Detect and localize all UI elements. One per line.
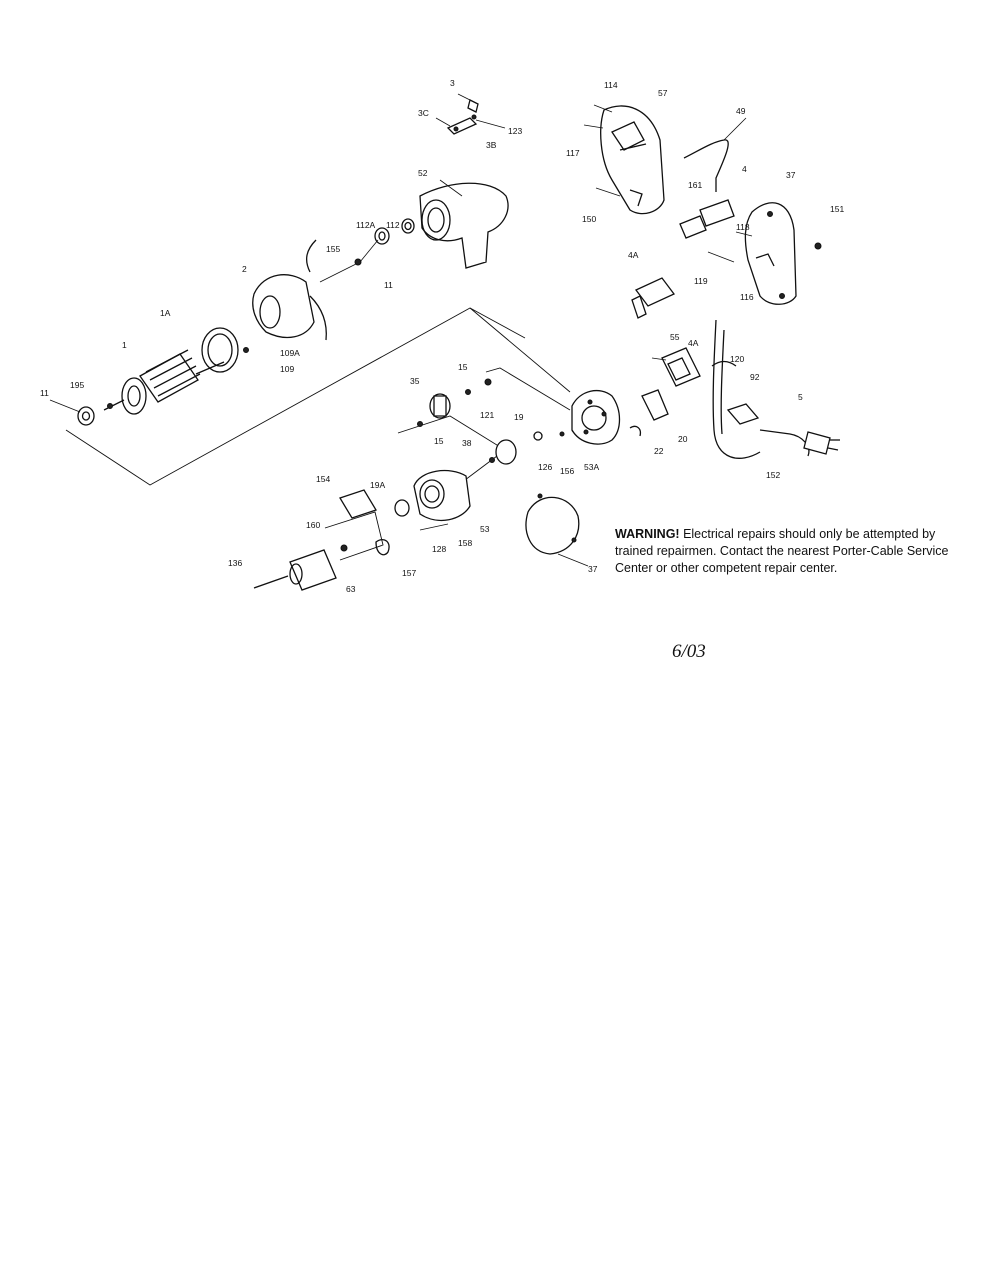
power-cord xyxy=(711,319,840,459)
callout-label: 4A xyxy=(628,250,639,260)
callout-label: 35 xyxy=(410,376,420,386)
switch-assembly xyxy=(629,347,701,437)
callout-label: 109 xyxy=(280,364,294,374)
callout-label: 156 xyxy=(560,466,574,476)
callout-label: 49 xyxy=(736,106,746,116)
callout-label: 109A xyxy=(280,348,300,358)
callout-label: 155 xyxy=(326,244,340,254)
bearing-stack-lower xyxy=(49,399,113,426)
handle-half-upper xyxy=(583,104,665,215)
callout-label: 3C xyxy=(418,108,429,118)
gear-train xyxy=(417,378,577,465)
callout-label: 3B xyxy=(486,140,497,150)
callout-label: 20 xyxy=(678,434,688,444)
callout-label: 121 xyxy=(480,410,494,420)
baffle-ring xyxy=(201,327,239,373)
callout-label: 195 xyxy=(70,380,84,390)
callout-label: 5 xyxy=(798,392,803,402)
callout-label: 55 xyxy=(670,332,680,342)
warning-note: WARNING! Electrical repairs should only … xyxy=(615,526,975,577)
handle-half-right xyxy=(707,202,822,305)
gear-housing xyxy=(419,179,509,269)
callout-label: 136 xyxy=(228,558,242,568)
switch-4a-upper xyxy=(631,277,676,319)
callout-label: 1 xyxy=(122,340,127,350)
assembly-frame xyxy=(65,307,571,561)
callout-label: 1A xyxy=(160,308,171,318)
callout-label: 11 xyxy=(40,388,49,398)
gear-case xyxy=(413,469,471,522)
callout-label: 161 xyxy=(688,180,702,190)
callout-label: 38 xyxy=(462,438,472,448)
callout-label: 19A xyxy=(370,480,385,490)
callout-label: 22 xyxy=(654,446,664,456)
callout-label: 19 xyxy=(514,412,524,422)
armature xyxy=(103,349,225,415)
end-bell xyxy=(571,389,621,445)
callout-label: 117 xyxy=(566,148,580,158)
warning-heading: WARNING! xyxy=(615,527,680,541)
field-housing xyxy=(243,239,327,353)
callout-label: 52 xyxy=(418,168,428,178)
callout-label: 4 xyxy=(742,164,747,174)
small-screw-cluster xyxy=(435,93,506,135)
revision-date: 6/03 xyxy=(672,641,706,662)
callout-label: 57 xyxy=(658,88,668,98)
callout-label: 112A xyxy=(356,220,376,230)
callout-label: 112 xyxy=(386,220,400,230)
callout-label: 151 xyxy=(830,204,844,214)
warning-text: Electrical repairs should only be attemp… xyxy=(615,527,949,575)
callout-label: 150 xyxy=(582,214,596,224)
callout-label: 120 xyxy=(730,354,744,364)
callout-label: 37 xyxy=(588,564,598,574)
bearing-stack-upper xyxy=(319,218,415,283)
callout-label: 119 xyxy=(694,276,708,286)
callout-label: 154 xyxy=(316,474,330,484)
callout-label: 92 xyxy=(750,372,760,382)
lead-wire xyxy=(683,117,747,192)
callout-label: 128 xyxy=(432,544,446,554)
callout-label: 53 xyxy=(480,524,490,534)
callout-label: 152 xyxy=(766,470,780,480)
callout-label: 158 xyxy=(458,538,472,548)
part-callouts: 3 3C 3B 123 114 57 49 117 161 4 150 52 3… xyxy=(40,78,844,594)
callout-label: 15 xyxy=(458,362,468,372)
callout-label: 2 xyxy=(242,264,247,274)
callout-label: 114 xyxy=(604,80,618,90)
callout-label: 3 xyxy=(450,78,455,88)
callout-label: 4A xyxy=(688,338,699,348)
callout-label: 157 xyxy=(402,568,416,578)
brush-holder xyxy=(679,199,735,239)
callout-label: 126 xyxy=(538,462,552,472)
end-cover-plate xyxy=(525,493,589,567)
callout-label: 53A xyxy=(584,462,599,472)
callout-label: 118 xyxy=(736,222,750,232)
callout-label: 15 xyxy=(434,436,444,446)
callout-label: 11 xyxy=(384,280,393,290)
callout-label: 37 xyxy=(786,170,796,180)
chuck-assembly xyxy=(253,489,449,591)
callout-label: 116 xyxy=(740,292,754,302)
callout-label: 63 xyxy=(346,584,356,594)
callout-label: 123 xyxy=(508,126,522,136)
callout-label: 160 xyxy=(306,520,320,530)
